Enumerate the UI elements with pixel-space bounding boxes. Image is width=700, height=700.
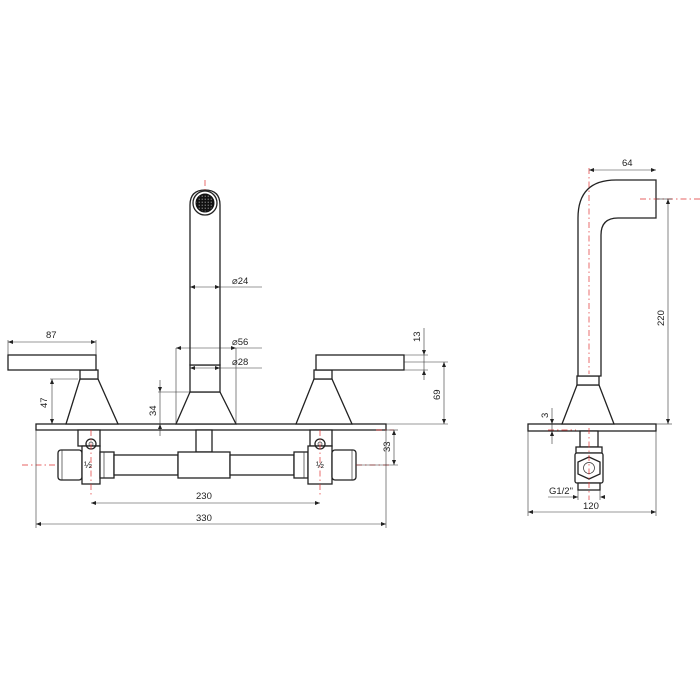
left-handle-collar bbox=[79, 369, 99, 380]
side-spout-base bbox=[561, 384, 615, 425]
dim-spout-height: 220 bbox=[656, 198, 672, 425]
side-deck-plate bbox=[527, 423, 657, 432]
dim-spout-reach: 64 bbox=[589, 158, 656, 172]
svg-text:⌀56: ⌀56 bbox=[232, 337, 248, 348]
side-view: 64 220 3 G1/2" bbox=[527, 158, 700, 516]
dim-spout-tube-dia: ⌀24 bbox=[190, 276, 262, 289]
svg-text:13: 13 bbox=[412, 331, 423, 342]
under-deck-pipework bbox=[57, 429, 357, 485]
svg-text:33: 33 bbox=[382, 441, 393, 452]
right-valve-body bbox=[295, 378, 354, 425]
dim-body-height: 47 bbox=[39, 378, 78, 424]
dim-deck-thickness: 3 bbox=[540, 408, 554, 444]
svg-text:220: 220 bbox=[656, 310, 667, 326]
left-valve-body bbox=[65, 378, 120, 425]
dim-base-depth: 120 bbox=[527, 431, 657, 516]
spout-tube bbox=[189, 189, 221, 366]
dim-handle-length: 87 bbox=[7, 330, 97, 355]
svg-text:3: 3 bbox=[540, 413, 551, 418]
dim-deck-to-inlet: 33 bbox=[356, 429, 398, 466]
front-view: ½ ½ 87 47 ⌀24 bbox=[7, 180, 448, 528]
svg-text:64: 64 bbox=[622, 158, 633, 169]
spout-base bbox=[175, 391, 238, 425]
svg-text:87: 87 bbox=[46, 330, 57, 341]
right-handle-lever bbox=[315, 354, 405, 371]
aerator-outer bbox=[192, 190, 218, 216]
dim-inlet-spacing: 230 bbox=[91, 491, 320, 505]
dim-thread: G1/2" bbox=[548, 486, 605, 500]
svg-text:330: 330 bbox=[196, 513, 212, 524]
left-inlet-mark: ½ bbox=[84, 460, 92, 471]
svg-text:47: 47 bbox=[39, 397, 50, 408]
svg-text:⌀28: ⌀28 bbox=[232, 357, 248, 368]
dim-spout-base-dia: ⌀56 bbox=[175, 337, 262, 424]
svg-text:⌀24: ⌀24 bbox=[232, 276, 248, 287]
dim-spout-neck-dia: ⌀28 bbox=[190, 357, 262, 370]
svg-text:230: 230 bbox=[196, 491, 212, 502]
svg-text:120: 120 bbox=[583, 501, 599, 512]
svg-text:34: 34 bbox=[148, 405, 159, 416]
side-spout-collar bbox=[576, 375, 600, 386]
left-handle-lever bbox=[7, 354, 97, 371]
dim-overall-width: 330 bbox=[35, 430, 387, 528]
right-handle-collar bbox=[313, 369, 333, 380]
side-shank-ring bbox=[575, 446, 603, 454]
aerator-icon bbox=[195, 193, 215, 213]
dim-spout-base-height: 34 bbox=[148, 380, 190, 436]
deck-plate bbox=[35, 423, 387, 431]
dim-handle-total-height: 69 bbox=[386, 361, 448, 425]
dim-handle-thickness: 13 bbox=[404, 328, 428, 380]
right-inlet-mark: ½ bbox=[316, 460, 324, 471]
svg-text:G1/2": G1/2" bbox=[549, 486, 573, 497]
svg-text:69: 69 bbox=[432, 389, 443, 400]
side-spout-tube bbox=[577, 179, 657, 377]
